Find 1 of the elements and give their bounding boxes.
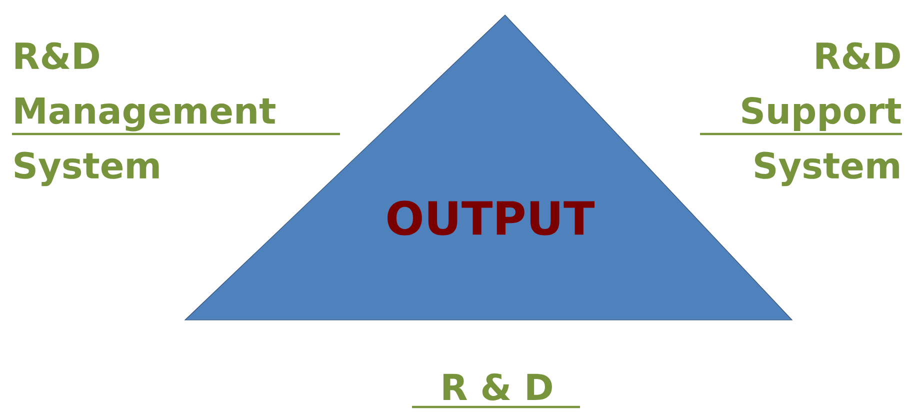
bottom-label: R & D xyxy=(412,373,580,408)
